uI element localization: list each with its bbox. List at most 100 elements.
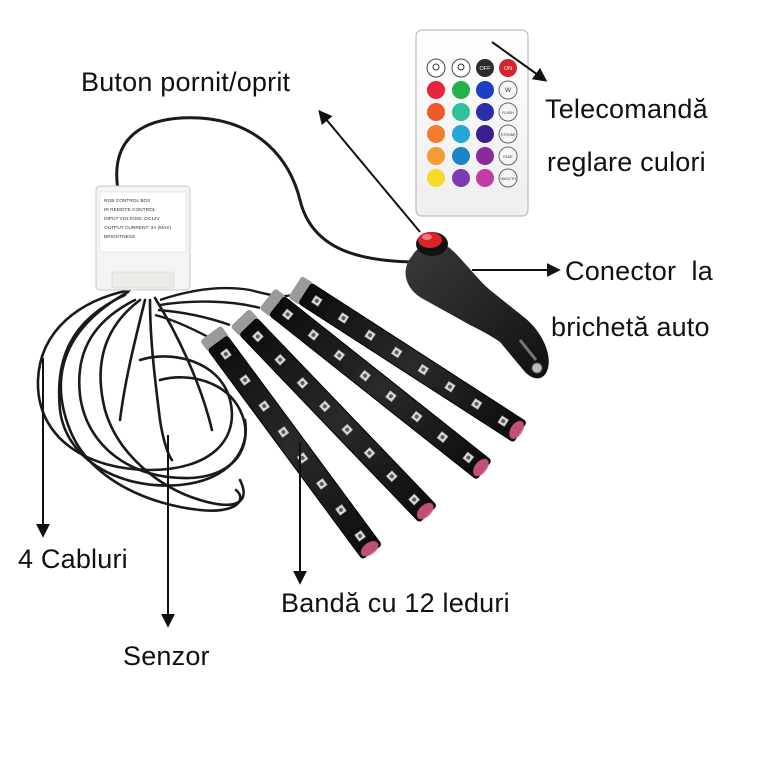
label-strip: Bandă cu 12 leduri: [281, 588, 510, 618]
mode-button-label: STROBE: [501, 133, 516, 137]
led-lens: [345, 427, 350, 432]
label-cables: 4 Cabluri: [18, 544, 128, 574]
strip-end-glow: [360, 541, 379, 557]
led-lens: [358, 533, 363, 538]
on-button-label: ON: [504, 66, 512, 72]
led-lens: [447, 384, 452, 389]
led-lens: [368, 333, 373, 338]
mode-button: [498, 124, 518, 144]
strip-end-cap: [260, 289, 286, 316]
color-button: [476, 81, 494, 99]
led-lens: [337, 353, 342, 358]
color-button: [452, 103, 470, 121]
led-lens: [243, 378, 248, 383]
label-remote-line2: reglare culori: [547, 147, 706, 177]
led-lens: [300, 381, 305, 386]
led-lens: [440, 435, 445, 440]
label-power-button: Buton pornit/oprit: [81, 67, 291, 97]
led-lens: [262, 404, 267, 409]
led-lens: [311, 332, 316, 337]
strip-end-glow: [416, 502, 434, 520]
remote-control: OFF ON W FLASH STROBE FADE SMOOTH: [415, 29, 529, 217]
led-lens: [255, 334, 260, 339]
color-button: [452, 147, 470, 165]
sun-icon: [457, 63, 465, 71]
strip-end-glow: [473, 458, 489, 477]
mode-button-label: FLASH: [502, 111, 514, 115]
label-sensor: Senzor: [123, 641, 210, 671]
led-lens: [389, 474, 394, 479]
strip-body: [208, 336, 381, 559]
led-lens: [388, 394, 393, 399]
led-strip: [231, 309, 436, 522]
led-lens: [278, 357, 283, 362]
color-button: [476, 125, 494, 143]
led-strips: [201, 276, 526, 559]
color-button: [476, 103, 494, 121]
mode-button-label: FADE: [503, 155, 513, 159]
strip-end-glow: [509, 420, 525, 439]
color-button: [427, 147, 445, 165]
control-box-text: OUTPUT CURRENT: 3A (MAX): [104, 225, 171, 231]
led-lens: [341, 316, 346, 321]
main-cable: [115, 116, 421, 264]
led-lens: [322, 404, 327, 409]
led-lens: [363, 373, 368, 378]
led-lens: [319, 481, 324, 486]
control-box-text: RGB CONTROL BOX: [104, 198, 151, 204]
led-lens: [300, 455, 305, 460]
mode-button: [498, 146, 518, 166]
brightness-down-button: [451, 58, 471, 78]
color-button: [476, 169, 494, 187]
mode-button: [498, 80, 518, 100]
sun-icon: [432, 63, 440, 71]
on-button: [499, 59, 517, 77]
led-lens: [223, 352, 228, 357]
strip-end-cap: [231, 309, 258, 336]
strip-end-cap: [201, 326, 229, 351]
led-lens: [281, 430, 286, 435]
led-strip: [289, 276, 526, 442]
annotation-arrows: [36, 41, 561, 628]
label-remote-line1: Telecomandă: [545, 94, 708, 124]
mode-button-label: W: [505, 87, 512, 94]
arrow-remote: [491, 41, 548, 82]
off-button-label: OFF: [480, 66, 492, 72]
led-lens: [412, 497, 417, 502]
led-lens: [474, 401, 479, 406]
led-lens: [421, 367, 426, 372]
color-button: [427, 81, 445, 99]
mode-button-label: SMOOTH: [500, 177, 516, 181]
arrow-power-button: [318, 109, 421, 233]
led-strip: [260, 289, 491, 479]
strip-end-cap: [289, 276, 313, 305]
color-button: [452, 169, 470, 187]
brightness-up-button: [426, 58, 446, 78]
led-lens: [466, 455, 471, 460]
color-button: [476, 147, 494, 165]
color-button: [427, 169, 445, 187]
led-lens: [367, 450, 372, 455]
cable-coil: [36, 288, 248, 512]
color-button: [452, 81, 470, 99]
led-lens: [501, 419, 506, 424]
control-box-text: IR REMOTE CONTROL: [104, 207, 156, 213]
led-lens: [394, 350, 399, 355]
control-box-text: INPUT VOLTAGE: DC12V: [104, 216, 161, 222]
led-strip: [201, 326, 381, 559]
power-button-red: [418, 232, 442, 248]
led-lens: [338, 507, 343, 512]
mode-button: [498, 102, 518, 122]
color-button: [427, 103, 445, 121]
control-box: RGB CONTROL BOX IR REMOTE CONTROL INPUT VO…: [95, 185, 191, 291]
led-lens: [285, 312, 290, 317]
control-box-text: BRIGHTNESS: [104, 234, 135, 240]
mode-button: [498, 168, 518, 188]
led-lens: [314, 298, 319, 303]
color-button: [452, 125, 470, 143]
label-connector-line2: brichetă auto: [551, 312, 710, 342]
led-lens: [414, 414, 419, 419]
label-connector-line1: Conector la: [565, 256, 713, 286]
color-button: [427, 125, 445, 143]
